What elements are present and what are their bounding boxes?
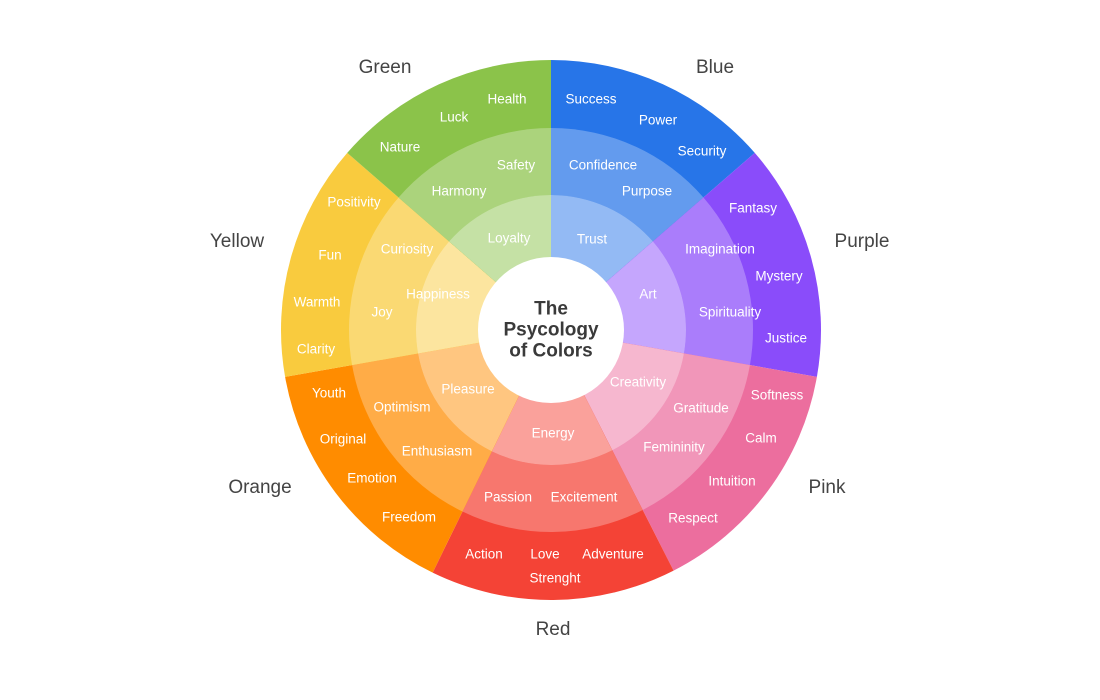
trait-label: Justice (764, 330, 808, 346)
trait-label: Original (319, 431, 367, 447)
trait-label: Art (639, 286, 657, 302)
trait-label: Freedom (381, 509, 437, 525)
trait-label: Spirituality (698, 304, 762, 320)
category-label-blue: Blue (695, 57, 735, 78)
center-title: The Psycology of Colors (503, 299, 598, 362)
trait-label: Mystery (755, 268, 803, 284)
trait-label: Gratitude (673, 400, 729, 416)
trait-label: Strenght (529, 570, 581, 586)
trait-label: Success (565, 91, 617, 107)
trait-label: Optimism (373, 399, 431, 415)
title-line: The (534, 298, 568, 320)
trait-label: Warmth (293, 294, 341, 310)
trait-label: Power (638, 112, 678, 128)
trait-label: Confidence (568, 157, 638, 173)
trait-label: Softness (750, 387, 804, 403)
trait-label: Loyalty (487, 230, 531, 246)
trait-label: Trust (576, 231, 608, 247)
trait-label: Clarity (296, 341, 336, 357)
trait-label: Curiosity (380, 241, 434, 257)
category-label-green: Green (358, 57, 412, 78)
trait-label: Luck (439, 109, 469, 125)
trait-label: Calm (745, 430, 777, 446)
trait-label: Safety (496, 157, 536, 173)
trait-label: Happiness (406, 286, 470, 302)
trait-label: Purpose (621, 183, 673, 199)
trait-label: Positivity (327, 194, 381, 210)
category-label-orange: Orange (228, 477, 292, 498)
trait-label: Action (465, 546, 503, 562)
title-line: Psycology (503, 319, 599, 341)
trait-label: Youth (311, 385, 347, 401)
trait-label: Adventure (582, 546, 644, 562)
category-label-red: Red (535, 619, 571, 640)
trait-label: Energy (531, 425, 575, 441)
trait-label: Emotion (347, 470, 397, 486)
trait-label: Femininity (643, 439, 705, 455)
trait-label: Harmony (431, 183, 487, 199)
trait-label: Respect (668, 510, 718, 526)
category-label-purple: Purple (834, 231, 890, 252)
trait-label: Imagination (685, 241, 755, 257)
trait-label: Nature (379, 139, 421, 155)
trait-label: Excitement (550, 489, 618, 505)
category-label-yellow: Yellow (209, 231, 265, 252)
category-label-pink: Pink (808, 477, 846, 498)
trait-label: Joy (371, 304, 393, 320)
center-circle (478, 257, 624, 403)
trait-label: Security (677, 143, 727, 159)
trait-label: Love (530, 546, 560, 562)
trait-label: Pleasure (441, 381, 495, 397)
trait-label: Passion (483, 489, 533, 505)
trait-label: Fantasy (728, 200, 778, 216)
trait-label: Fun (318, 247, 342, 263)
trait-label: Health (487, 91, 527, 107)
title-line: of Colors (509, 340, 593, 362)
trait-label: Creativity (609, 374, 667, 390)
trait-label: Intuition (708, 473, 756, 489)
trait-label: Enthusiasm (401, 443, 473, 459)
